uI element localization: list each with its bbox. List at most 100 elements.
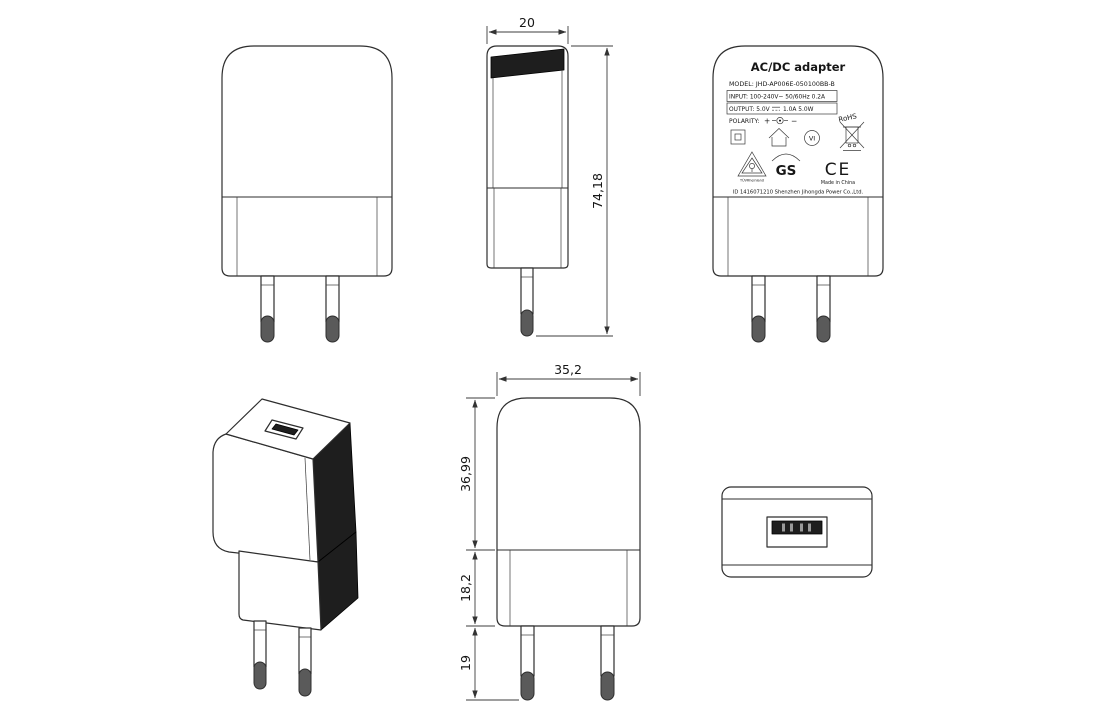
gs-swoosh (771, 153, 801, 162)
pin-shaft (260, 275, 275, 323)
class-ii-double-square-icon (730, 129, 746, 145)
pin-shaft (298, 627, 312, 675)
tuv-outer-triangle (737, 151, 767, 177)
side-view: 20 74,18 (486, 15, 613, 337)
pin-shaft (816, 275, 831, 323)
label-polarity: POLARITY: (729, 118, 759, 125)
dimension-width-35-2: 35,2 (496, 362, 641, 396)
dimension-text-upper-height: 36,99 (458, 456, 473, 492)
dimension-text-width: 20 (519, 15, 535, 30)
tuv-certification-mark: TÜVRheinland (737, 151, 767, 183)
dimension-height-18-2: 18,2 (458, 551, 495, 627)
house-walls (771, 137, 787, 147)
tuv-text: TÜVRheinland (739, 178, 764, 183)
plug-pin-right (325, 275, 340, 343)
usb-contact (808, 523, 811, 532)
pin-tip (298, 668, 312, 697)
usb-contacts (782, 523, 811, 532)
bin-wheel-left (847, 143, 852, 148)
plug-pin-left (520, 625, 535, 701)
pin-shaft (520, 267, 534, 315)
back-view: AC/DC adapter MODEL: JHD-AP006E-050100BB… (712, 45, 884, 343)
lower-front-face (238, 550, 322, 631)
label-output-prefix: OUTPUT: 5.0V (729, 107, 770, 113)
pin-tip (520, 671, 535, 701)
label-model: MODEL: JHD-AP006E-050100BB-B (729, 81, 835, 88)
top-face-dark-band (490, 48, 565, 79)
pin-shaft (600, 625, 615, 677)
plug-pin-right (816, 275, 831, 343)
pin-tip (253, 661, 267, 690)
ce-mark: CE (825, 160, 852, 180)
plug-pin-left (260, 275, 275, 343)
adapter-side-outline (486, 45, 569, 269)
indoor-use-house-icon (768, 128, 790, 147)
dimension-text-front-width: 35,2 (554, 362, 582, 377)
company-line: ID 1416071210 Shenzhen Jihongda Power Co… (733, 190, 864, 196)
dc-voltage-symbol-icon (772, 106, 780, 111)
plug-pin-side (520, 267, 534, 337)
output-box (726, 102, 838, 115)
perspective-view (212, 398, 359, 697)
pin-shaft (325, 275, 340, 323)
rohs-mark: RoHS (838, 112, 858, 124)
front-edge-line (304, 457, 311, 561)
pin-tip (520, 309, 534, 337)
vi-circle (804, 130, 820, 146)
input-box (726, 90, 838, 102)
tuv-keyhole (749, 163, 755, 169)
bottom-view (721, 486, 873, 578)
pin-shaft (253, 620, 267, 668)
plug-pin-left-3d (253, 620, 267, 690)
front-dimensioned-view: 35,2 36,99 18,2 19 (458, 362, 641, 701)
label-output-suffix: 1.0A 5.0W (783, 107, 814, 113)
house-roof (768, 128, 790, 139)
dimension-pin-length-19: 19 (458, 627, 519, 701)
dimension-text-lower-height: 18,2 (458, 574, 473, 602)
weee-crossed-bin-icon (839, 121, 865, 151)
dimension-text-overall-height: 74,18 (590, 173, 605, 209)
front-view (221, 45, 393, 343)
plug-pin-right-3d (298, 627, 312, 697)
adapter-body-outline (496, 397, 641, 627)
plug-pin-left (751, 275, 766, 343)
pin-shaft (751, 275, 766, 323)
bin-body (845, 126, 859, 144)
usb-contact (790, 523, 793, 532)
tuv-inner-triangle (741, 157, 763, 174)
pin-tip (816, 315, 831, 343)
cross-line-2 (839, 121, 865, 149)
gs-text: GS (776, 163, 797, 179)
product-label: AC/DC adapter MODEL: JHD-AP006E-050100BB… (726, 60, 865, 196)
dimension-height-74-18: 74,18 (536, 45, 613, 337)
outer-square (730, 129, 746, 145)
barrel-center-dot (779, 119, 781, 122)
made-in-text: Made in China (821, 180, 855, 186)
pin-tip (325, 315, 340, 343)
polarity-plus: + (764, 117, 770, 126)
vi-text: VI (809, 135, 815, 143)
front-face (212, 433, 319, 563)
adapter-body-outline (712, 45, 884, 277)
usb-contact (782, 523, 785, 532)
dimension-height-36-99: 36,99 (458, 397, 495, 551)
dimension-text-pin-length: 19 (458, 655, 473, 671)
usb-port-opening (271, 423, 299, 436)
usb-opening (771, 520, 823, 535)
bin-wheel-right (852, 143, 857, 148)
label-input: INPUT: 100-240V~ 50/60Hz 0.2A (729, 95, 825, 101)
polarity-minus: − (791, 117, 797, 126)
adapter-body-outline (221, 45, 393, 277)
usb-contact (800, 523, 803, 532)
label-title: AC/DC adapter (751, 60, 846, 74)
barrel-ring (776, 117, 784, 125)
pin-tip (260, 315, 275, 343)
pin-tip (751, 315, 766, 343)
dc-polarity-barrel-icon (772, 117, 788, 125)
efficiency-level-vi-icon: VI (804, 130, 820, 146)
dimension-width-20: 20 (486, 15, 569, 44)
inner-square (734, 133, 742, 141)
plug-pin-right (600, 625, 615, 701)
